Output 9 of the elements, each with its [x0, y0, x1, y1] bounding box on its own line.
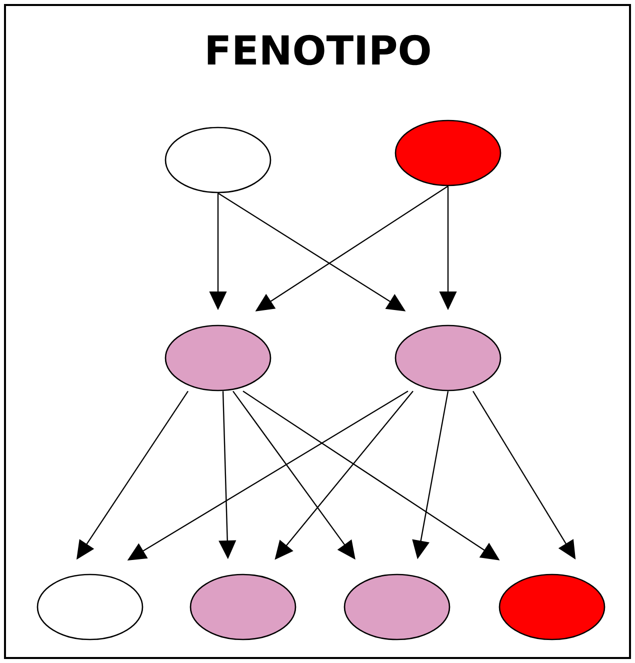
oval: [190, 574, 296, 640]
oval: [394, 120, 502, 186]
oval: [344, 574, 450, 640]
oval: [164, 324, 272, 392]
oval: [164, 126, 272, 194]
title: FENOTIPO: [208, 34, 430, 66]
oval: [394, 324, 502, 392]
oval: [36, 574, 144, 640]
oval: [498, 574, 606, 640]
